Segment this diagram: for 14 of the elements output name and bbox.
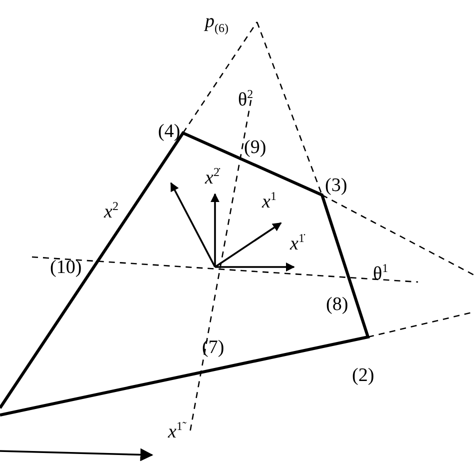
vertex-label: (2) [352, 366, 374, 385]
vector-label: x$^{1}$ [262, 190, 276, 212]
vertex-label: (4) [158, 122, 180, 141]
point-label: (8) [326, 295, 348, 314]
point-label: p$_{(6)}$ [205, 12, 228, 34]
point-label: (10) [50, 258, 82, 277]
angle-label: θ$^{1}$ [373, 262, 388, 284]
vector-label: x$^{2̇}$ [205, 166, 220, 188]
vector-label: x$^{2}$ [104, 200, 118, 222]
vector-label: x$^{1̇}$ [290, 232, 304, 254]
point-label: (7) [202, 338, 224, 357]
vertex-label: (3) [325, 176, 348, 195]
angle-label: θ$^{2}$ [238, 88, 254, 110]
point-label: (9) [244, 138, 266, 157]
